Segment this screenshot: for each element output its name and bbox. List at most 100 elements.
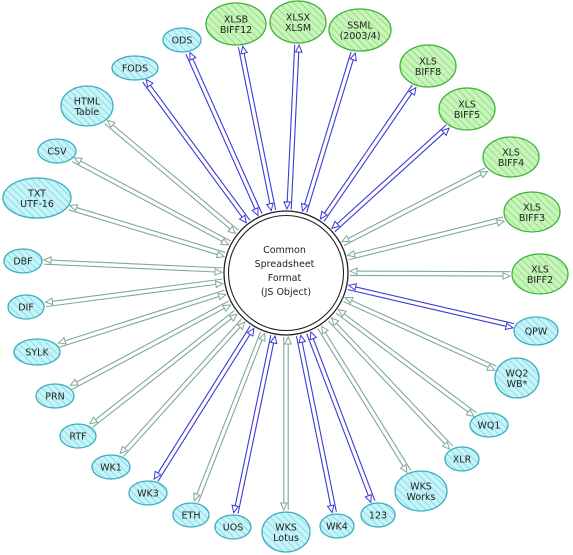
node-label-line: ETH [182,511,201,522]
node-label-ssml: SSML(2003/4) [340,20,381,42]
arrowhead-in-biff4 [340,234,351,243]
arrowhead-out-txt [68,203,79,212]
edge-line-out-wk1 [123,318,242,450]
node-label-line: XLS [523,202,541,213]
arrowhead-in-biff2 [348,267,358,276]
edge-line-out-biff4 [343,173,483,247]
connection-edges [42,43,515,514]
edge-line-out-rtf [94,310,235,421]
edge-line-out-wq1 [335,312,470,414]
edge-biff8 [319,84,417,222]
edge-xlsx [283,43,303,211]
node-shape-csv [37,138,77,164]
node-label-line: WK3 [137,489,159,500]
edge-biff5 [331,124,451,233]
edge-wk3 [153,325,255,482]
edge-line-out-dbf [50,259,223,269]
node-label-line: XLS [458,99,476,110]
edge-line-in-ods [185,54,256,211]
edge-line-in-biff4 [346,167,486,240]
arrowhead-in-wksw [320,325,329,335]
node-label-line: Works [406,492,435,503]
node-shape-xlsb [205,2,267,46]
node-label-ods: ODS [172,36,193,47]
edge-biff2 [348,267,512,281]
node-label-line: WKS [275,522,297,533]
edge-line-out-123 [306,333,370,497]
arrowhead-out-qpw [504,322,515,331]
edge-dif [44,278,225,308]
node-shape-xlr [444,446,480,472]
arrowhead-in-prn [222,304,232,313]
node-label-eth: ETH [182,511,201,522]
format-node-wq1: WQ1 [469,412,509,438]
node-label-line: RTF [69,432,86,443]
edge-wq2 [343,296,497,371]
node-shape-wk4 [319,513,355,539]
center-label-line-1: Common [263,245,306,256]
edge-line-in-xlsx [286,44,296,204]
arrowhead-out-ssml [349,51,357,62]
edge-line-in-xlsb [237,47,271,205]
edge-line-in-rtf [92,317,233,428]
edge-line-in-biff2 [356,270,511,273]
edge-line-out-csv [79,160,231,242]
edge-xlsb [237,45,277,212]
edge-line-in-csv [71,161,224,243]
edge-ods [185,51,263,217]
edge-line-in-fods [142,81,244,219]
edge-line-out-uos [234,335,272,507]
node-label-line: WQ2 [506,368,529,379]
format-node-wk1: WK1 [91,454,131,480]
edge-prn [69,300,232,390]
node-shape-biff3 [503,191,561,233]
node-label-csv: CSV [47,147,67,158]
format-node-xlr: XLR [444,446,480,472]
edge-wk1 [119,318,246,457]
edge-line-out-sylk [63,289,225,342]
node-shape-wksw [394,470,448,512]
format-node-wk4: WK4 [319,513,355,539]
edge-line-out-xlsx [290,51,300,210]
format-node-fods: FODS [111,55,159,81]
edge-line-in-eth [197,338,263,503]
node-label-line: CSV [47,147,67,158]
arrowhead-out-fods [145,78,154,88]
node-label-wq1: WQ1 [478,421,501,432]
arrowhead-out-dif [44,297,54,306]
edge-dbf [42,256,224,276]
node-label-line: FODS [122,64,148,75]
edge-rtf [88,310,238,428]
arrowhead-out-wk3 [153,470,162,480]
arrowhead-in-dbf [214,267,224,276]
center-label-line-3: Format [268,273,302,284]
center-label-line-4: (JS Object) [261,287,311,298]
edge-eth [193,331,266,503]
edge-wk4 [295,334,337,514]
arrowhead-in-biff5 [331,220,341,230]
edge-line-out-wk3 [156,325,251,475]
node-label-line: UTF-16 [20,199,54,210]
node-label-line: BIFF3 [519,213,545,224]
edge-biff4 [340,167,489,247]
arrowhead-out-biff4 [479,171,489,179]
edge-line-in-sylk [59,295,221,348]
node-shape-biff5 [438,87,496,131]
node-label-line: WKS [410,481,432,492]
arrowhead-in-ssml [300,202,309,213]
node-label-line: Lotus [273,533,299,544]
edge-line-out-dif [51,278,223,303]
arrowhead-in-wk4 [298,334,307,344]
edge-line-in-biff3 [353,216,504,255]
node-shape-html [60,85,114,127]
edge-html [104,119,239,235]
